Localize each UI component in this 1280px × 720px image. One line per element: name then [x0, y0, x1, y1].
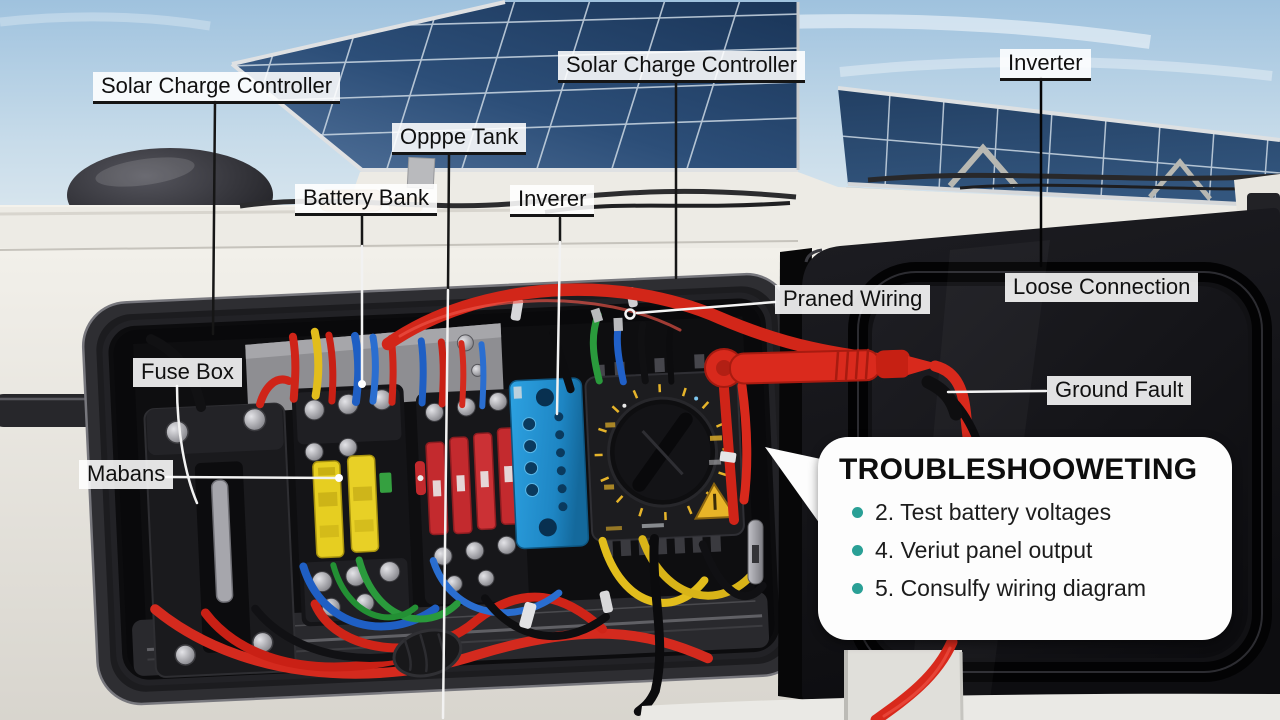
- troubleshooting-callout: TROUBLESHOOWETING 2. Test battery voltag…: [818, 437, 1232, 640]
- callout-item-text: 2. Test battery voltages: [875, 499, 1112, 525]
- bus-bar-yellow-fuses: [291, 384, 414, 627]
- leader-lines: [164, 76, 1048, 720]
- label-fuse-box: Fuse Box: [133, 358, 242, 387]
- leader-praned-wiring: [635, 300, 777, 315]
- label-solar-charge-controller-left: Solar Charge Controller: [93, 72, 341, 104]
- solar-panel-left: [230, 0, 800, 172]
- callout-item: 5. Consulfy wiring diagram: [818, 576, 1232, 600]
- bullet-dot-icon: [852, 583, 863, 594]
- bullet-dot-icon: [852, 507, 863, 518]
- electrical-compartment: [81, 272, 807, 716]
- yellow-fuse: [312, 460, 345, 559]
- terminal-block-blue: [508, 377, 590, 550]
- label-loose-connection: Loose Connection: [1005, 273, 1199, 302]
- leader-mabans-dot: [335, 474, 343, 482]
- multimeter: [584, 354, 745, 557]
- leader-battery-bank-dot: [358, 380, 366, 388]
- bullet-dot-icon: [852, 545, 863, 556]
- callout-item-text: 5. Consulfy wiring diagram: [875, 575, 1147, 601]
- label-mabans: Mabans: [79, 460, 174, 489]
- leader-ground-fault: [946, 389, 1048, 394]
- callout-list: 2. Test battery voltages 4. Veriut panel…: [818, 500, 1232, 600]
- red-test-lead: [381, 283, 994, 720]
- leader-inverer-lower: [555, 240, 562, 416]
- leader-solar-charge-controller-left: [211, 99, 217, 336]
- leader-praned-wiring-ring: [624, 308, 636, 320]
- leader-fuse-box: [175, 384, 199, 505]
- label-battery-bank: Battery Bank: [295, 184, 437, 216]
- leader-oppe-tank-upper: [446, 153, 451, 292]
- label-inverer: Inverer: [510, 185, 595, 217]
- red-fuses: [414, 427, 521, 536]
- yellow-fuse: [346, 454, 380, 553]
- leader-mabans: [164, 475, 338, 480]
- label-inverter-top: Inverter: [1000, 49, 1091, 81]
- callout-item-text: 4. Veriut panel output: [875, 537, 1093, 563]
- label-solar-charge-controller-top: Solar Charge Controller: [558, 51, 806, 83]
- label-oppe-tank: Opppe Tank: [392, 123, 527, 155]
- bottom-wires: [150, 534, 767, 716]
- callout-title: TROUBLESHOOWETING: [839, 453, 1198, 486]
- door-latch: [747, 519, 764, 585]
- callout-item: 2. Test battery voltages: [818, 500, 1232, 524]
- top-wires: [288, 287, 675, 410]
- label-ground-fault: Ground Fault: [1047, 376, 1192, 405]
- leader-oppe-tank-lower: [441, 288, 450, 720]
- label-praned-wiring: Praned Wiring: [775, 285, 931, 314]
- callout-item: 4. Veriut panel output: [818, 538, 1232, 562]
